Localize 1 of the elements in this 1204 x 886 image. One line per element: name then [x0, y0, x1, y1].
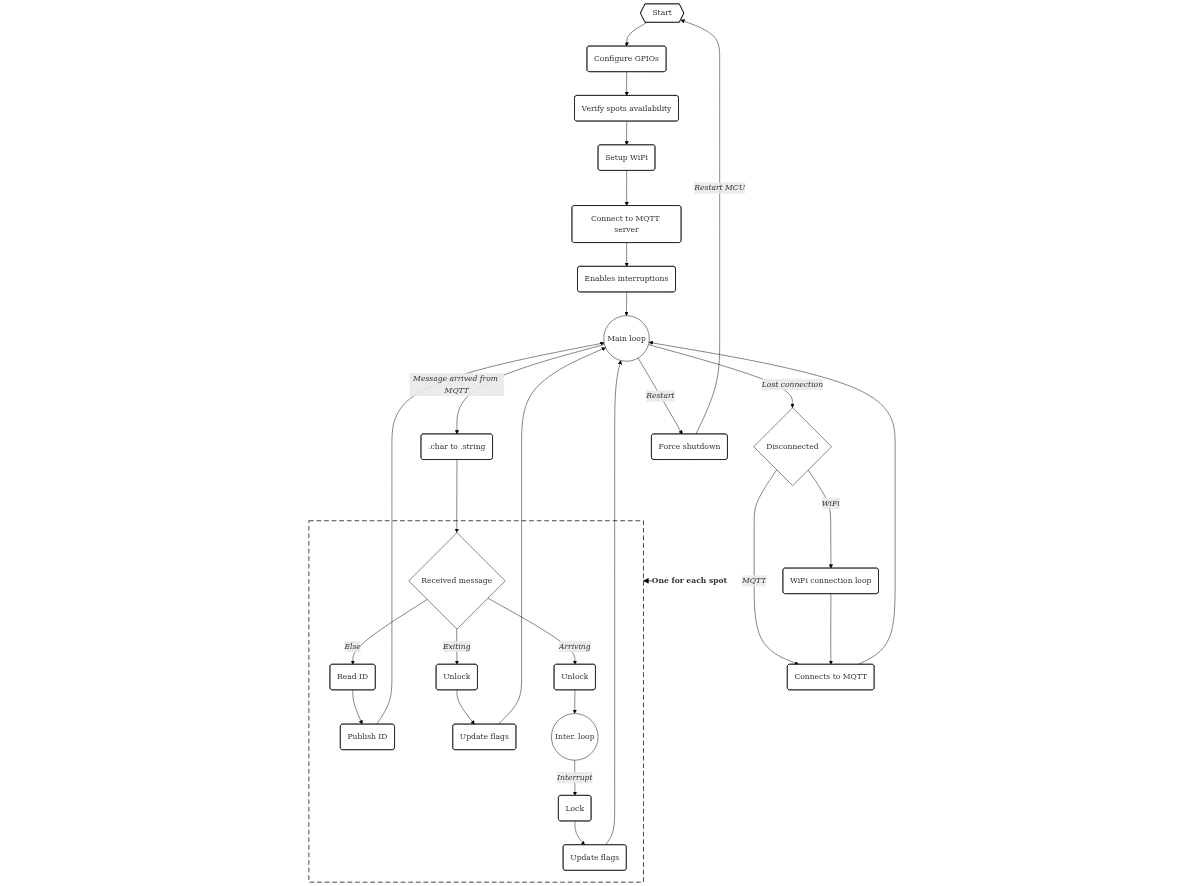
cluster: [308, 520, 644, 883]
